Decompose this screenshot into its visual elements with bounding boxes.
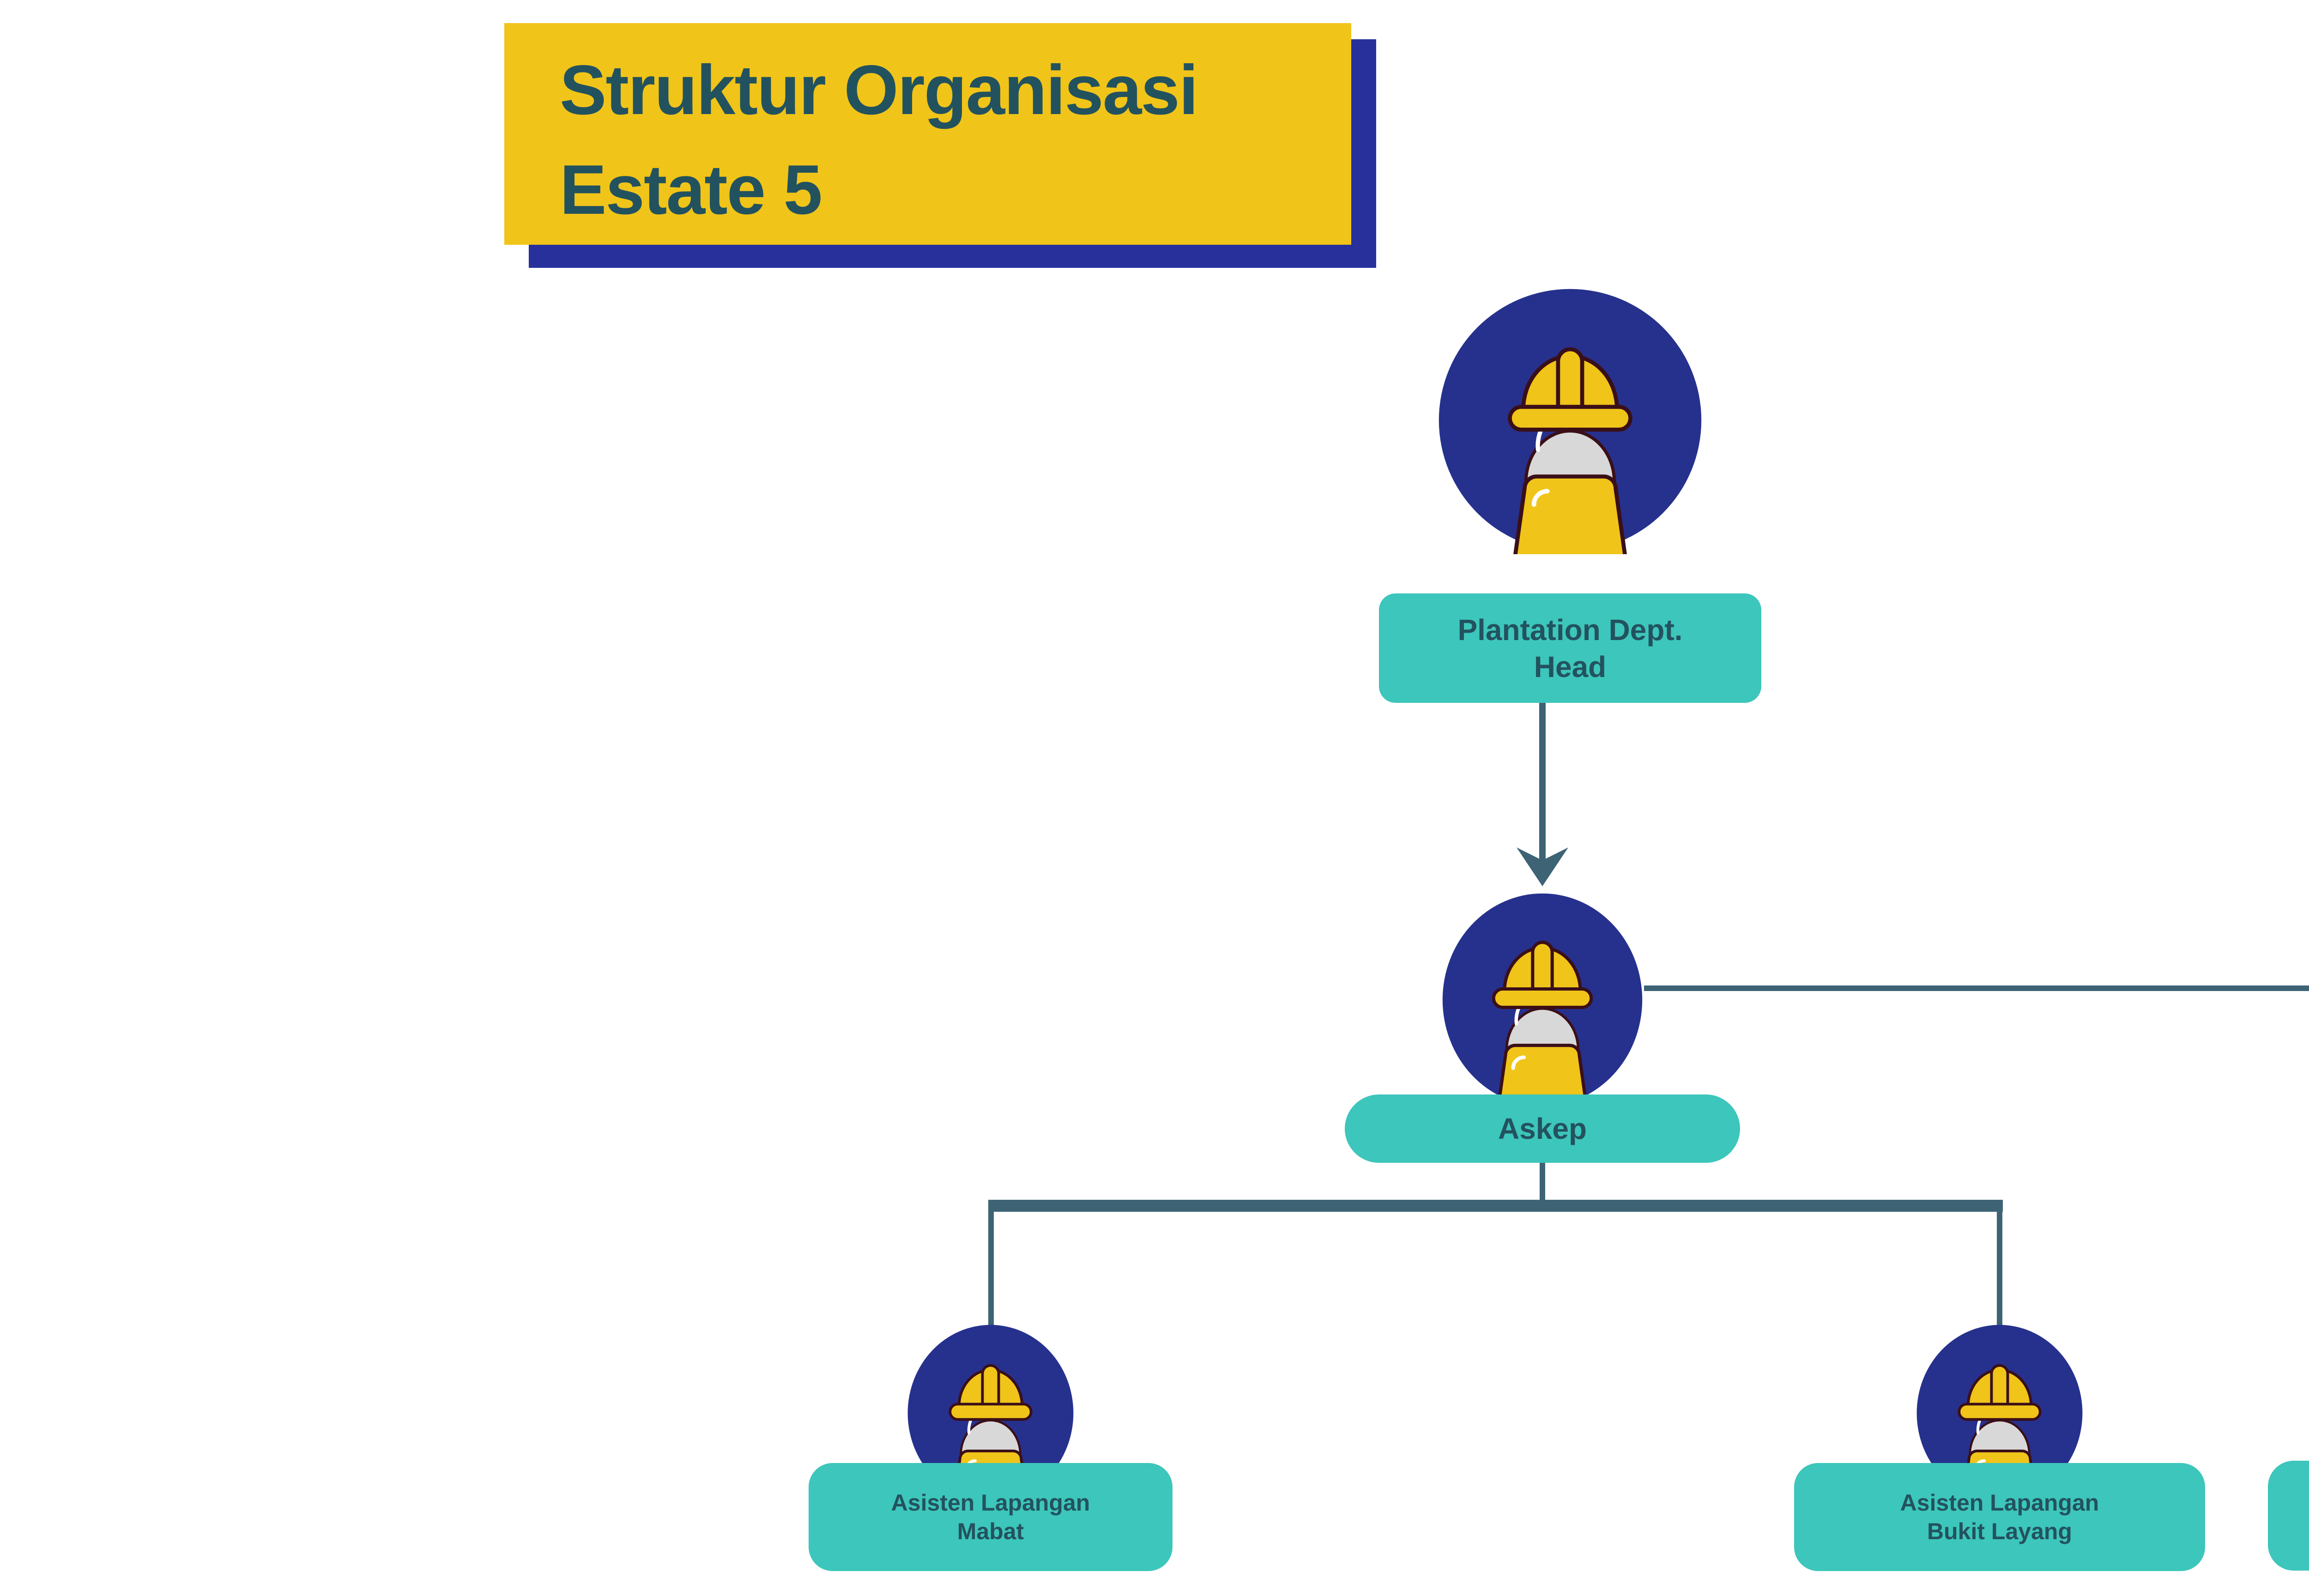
org-node-label-askep[interactable]: Askep xyxy=(1345,1094,1740,1163)
org-node-askep[interactable]: Askep xyxy=(1345,891,1740,1163)
node-label-line-2: Mabat xyxy=(957,1518,1024,1544)
node-label-line-2: Bukit Layang xyxy=(1927,1518,2072,1544)
node-label-line-1: Asisten Lapangan xyxy=(1900,1489,2099,1516)
worker-avatar-icon xyxy=(901,1323,1081,1503)
node-label-line-1: Asisten Lapangan xyxy=(891,1489,1090,1516)
org-node-plantation-head[interactable]: Plantation Dept. Head xyxy=(1379,286,1761,703)
org-node-asisten-lapangan-mabat[interactable]: Asisten Lapangan Mabat xyxy=(809,1323,1173,1571)
org-node-label-asisten-lapangan-mabat[interactable]: Asisten Lapangan Mabat xyxy=(809,1463,1173,1571)
title-card: Struktur Organisasi Estate 5 xyxy=(504,23,1351,245)
page-title-line-2: Estate 5 xyxy=(560,150,822,229)
page-title-line-1: Struktur Organisasi xyxy=(560,51,1198,129)
worker-avatar-icon xyxy=(1436,286,1704,554)
edge-askep-to-ktu xyxy=(1644,985,2309,991)
org-node-label-plantation-head[interactable]: Plantation Dept. Head xyxy=(1379,593,1761,703)
node-label-line-1: Plantation Dept. xyxy=(1457,613,1683,647)
org-node-asisten-lapangan-bukit-layang[interactable]: Asisten Lapangan Bukit Layang xyxy=(1794,1323,2205,1571)
node-label-line-2: Head xyxy=(1534,650,1607,683)
org-node-label-ktu[interactable]: KTU xyxy=(2268,1461,2309,1571)
org-node-label-asisten-lapangan-bukit-layang[interactable]: Asisten Lapangan Bukit Layang xyxy=(1794,1463,2205,1571)
worker-avatar-icon xyxy=(1434,891,1651,1108)
